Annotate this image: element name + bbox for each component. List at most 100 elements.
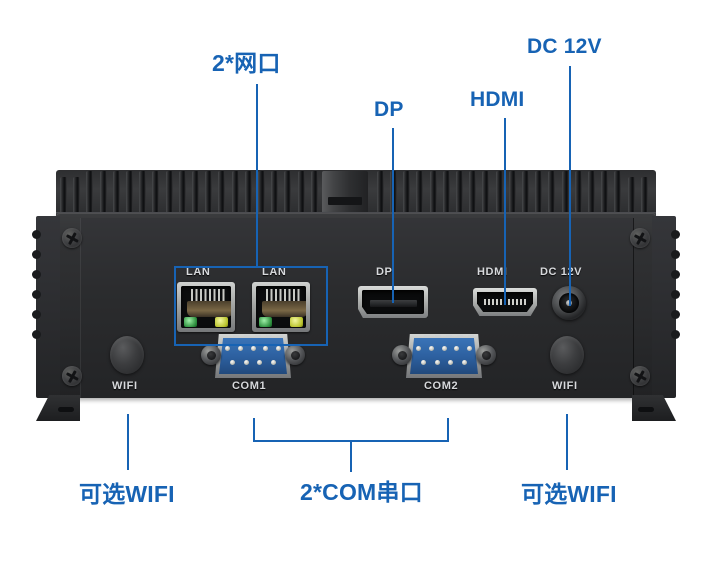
lan-port-2[interactable] [252, 282, 310, 332]
heatsink-fins [60, 171, 652, 216]
heatsink-fin [218, 171, 226, 216]
wifi-antenna-hole-left[interactable] [110, 336, 144, 374]
annotation-dp: DP [374, 98, 404, 121]
mounting-foot-right [632, 395, 676, 421]
lan2-silkscreen-label: LAN [262, 266, 287, 278]
heatsink-fin [271, 171, 279, 216]
lan2-tongue [262, 301, 306, 317]
com2-pin-row-upper [416, 346, 472, 351]
annotation-dc: DC 12V [527, 35, 602, 58]
heatsink-fin [376, 171, 384, 216]
mini-pc-device: LAN LAN DP HDMI [32, 168, 680, 421]
annotation-lan: 2*网口 [212, 50, 281, 76]
com2-jackscrew-right [476, 345, 496, 365]
com1-shell-detail [233, 335, 291, 339]
heatsink-fin [627, 177, 635, 216]
heatsink-fin [60, 177, 67, 216]
wifi-right-leader-line [566, 414, 568, 470]
heatsink-fin [508, 171, 516, 216]
mounting-bracket-left [32, 216, 60, 398]
heatsink-fin [403, 171, 411, 216]
annotation-com: 2*COM串口 [300, 479, 423, 505]
com1-bracket-riser [253, 418, 255, 442]
heatsink-fin [73, 177, 81, 216]
heatsink-fin [640, 177, 648, 216]
heatsink-fin [574, 171, 582, 216]
com1-jackscrew-left [201, 345, 221, 365]
heatsink-fin [139, 171, 147, 216]
heatsink-fin [561, 171, 569, 216]
heatsink-fin [442, 171, 450, 216]
dc-silkscreen-label: DC 12V [540, 266, 583, 278]
annotation-wifi-right: 可选WIFI [521, 481, 617, 507]
lan1-link-led [184, 317, 197, 327]
mounting-foot-left [36, 395, 80, 421]
com2-shell-detail [424, 335, 482, 339]
com1-pin-row-upper [225, 346, 281, 351]
heatsink-fin [205, 171, 213, 216]
wifi-left-silkscreen-label: WIFI [112, 380, 138, 392]
com1-serial-port[interactable] [201, 334, 305, 378]
chassis-screw-top-left [62, 228, 82, 248]
heatsink-fin [416, 171, 424, 216]
wifi-right-silkscreen-label: WIFI [552, 380, 578, 392]
heatsink-fin [231, 171, 239, 216]
lan-port-1[interactable] [177, 282, 235, 332]
heatsink-fin [165, 171, 173, 216]
com1-pin-row-lower [230, 360, 276, 365]
com2-jackscrew-left [392, 345, 412, 365]
heatsink-fin [614, 171, 622, 216]
heatsink-fin [86, 171, 94, 216]
heatsink-fin [429, 171, 437, 216]
wifi-left-leader-line [127, 414, 129, 470]
dc-leader-line [569, 66, 571, 306]
hdmi-silkscreen-label: HDMI [477, 266, 508, 278]
com-leader-line [350, 440, 352, 472]
lan1-silkscreen-label: LAN [186, 266, 211, 278]
chassis-screw-bottom-right [630, 366, 650, 386]
heatsink-fin [112, 171, 120, 216]
heatsink-fin [284, 171, 292, 216]
lan1-tongue [187, 301, 231, 317]
com2-pin-row-lower [421, 360, 467, 365]
chassis-screw-bottom-left [62, 366, 82, 386]
com2-silkscreen-label: COM2 [424, 380, 459, 392]
lan1-cavity [181, 286, 231, 328]
heatsink-fin [588, 171, 595, 216]
com1-silkscreen-label: COM1 [232, 380, 267, 392]
lan-leader-line [256, 84, 258, 268]
com2-insulator [410, 338, 478, 374]
heatsink-fin [495, 171, 503, 216]
mounting-bracket-right [652, 216, 680, 398]
lan2-link-led [259, 317, 272, 327]
lan2-activity-led [290, 317, 303, 327]
com1-jackscrew-right [285, 345, 305, 365]
heatsink-fin [192, 171, 199, 216]
heatsink-fin [310, 171, 318, 216]
lan2-cavity [256, 286, 306, 328]
heatsink-fin [99, 171, 107, 216]
heatsink-fin [535, 171, 543, 216]
chassis-screw-top-right [630, 228, 650, 248]
com2-serial-port[interactable] [392, 334, 496, 378]
heatsink-fin [152, 171, 160, 216]
wifi-antenna-hole-right[interactable] [550, 336, 584, 374]
heatsink-fin [126, 171, 133, 216]
lan1-contact-pins [191, 289, 227, 301]
heatsink-fin [469, 171, 477, 216]
heatsink-fin [258, 171, 265, 216]
heatsink-fin [482, 171, 490, 216]
heatsink-fin [297, 171, 305, 216]
dp-silkscreen-label: DP [376, 266, 393, 278]
heatsink-fin [522, 171, 529, 216]
hdmi-leader-line [504, 118, 506, 305]
lan2-contact-pins [266, 289, 302, 301]
io-faceplate [80, 218, 634, 398]
annotation-wifi-left: 可选WIFI [79, 481, 175, 507]
lan-highlight-box [174, 266, 328, 346]
lan1-activity-led [215, 317, 228, 327]
heatsink-fin [601, 171, 609, 216]
dp-contact-bar [370, 300, 417, 307]
annotation-hdmi: HDMI [470, 88, 525, 111]
